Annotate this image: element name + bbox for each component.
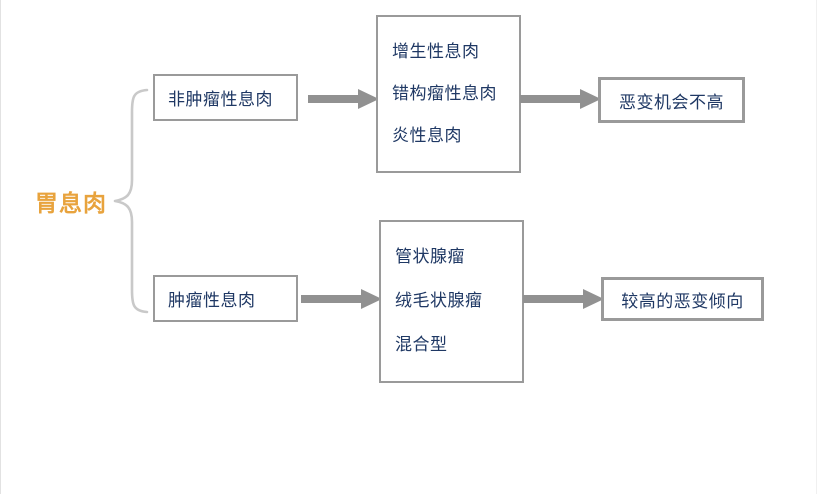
- arrow-nonneoplastic-to-list: [308, 88, 380, 110]
- brace-icon: [113, 88, 149, 314]
- root-label: 胃息肉: [35, 191, 107, 217]
- arrow-list-to-high-risk: [523, 288, 605, 310]
- arrow-right-icon: [308, 89, 379, 109]
- outcome-label-low-risk: 恶变机会不高: [619, 92, 724, 113]
- category-box-nonneoplastic[interactable]: 非肿瘤性息肉: [153, 74, 298, 121]
- list-item: 绒毛状腺瘤: [395, 291, 483, 312]
- category-label-neoplastic: 肿瘤性息肉: [168, 291, 256, 311]
- list-box-neoplastic-types[interactable]: 管状腺瘤 绒毛状腺瘤 混合型: [379, 220, 524, 383]
- category-box-neoplastic[interactable]: 肿瘤性息肉: [153, 275, 298, 322]
- arrow-right-icon: [301, 289, 382, 309]
- brace-connector: [113, 88, 149, 314]
- outcome-box-high-risk[interactable]: 较高的恶变倾向: [601, 277, 764, 321]
- arrow-right-icon: [523, 289, 604, 309]
- category-label-nonneoplastic: 非肿瘤性息肉: [168, 90, 273, 110]
- outcome-label-high-risk: 较高的恶变倾向: [621, 291, 744, 312]
- list-item: 错构瘤性息肉: [392, 83, 497, 104]
- list-item: 增生性息肉: [392, 41, 480, 62]
- list-item: 混合型: [395, 334, 448, 355]
- list-item: 炎性息肉: [392, 125, 462, 146]
- list-box-nonneoplastic-types[interactable]: 增生性息肉 错构瘤性息肉 炎性息肉: [376, 15, 521, 173]
- list-item: 管状腺瘤: [395, 247, 465, 268]
- arrow-neoplastic-to-list: [301, 288, 383, 310]
- arrow-right-icon: [520, 89, 601, 109]
- arrow-list-to-low-risk: [520, 88, 602, 110]
- outcome-box-low-risk[interactable]: 恶变机会不高: [598, 77, 745, 123]
